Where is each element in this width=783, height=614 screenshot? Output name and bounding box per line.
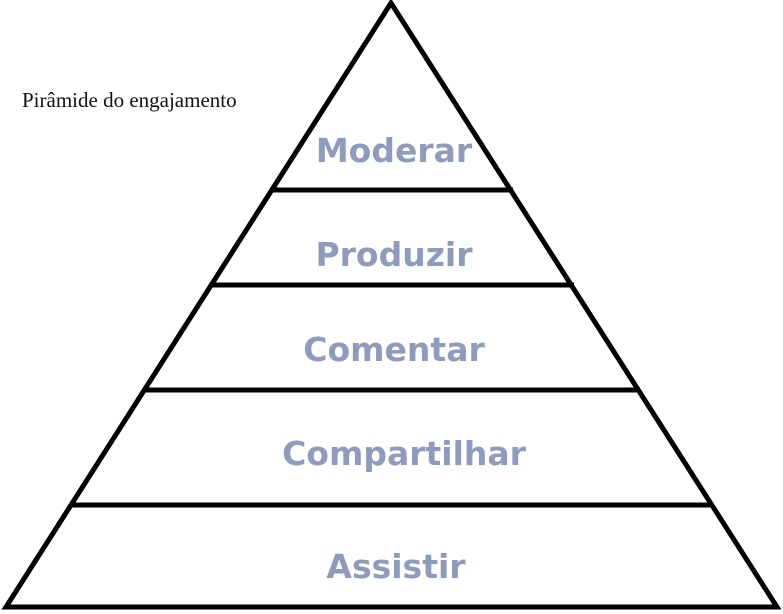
level-comentar: Comentar <box>303 330 485 369</box>
level-assistir: Assistir <box>326 547 466 586</box>
diagram-title: Pirâmide do engajamento <box>22 88 237 112</box>
level-compartilhar: Compartilhar <box>282 434 527 473</box>
level-produzir: Produzir <box>315 235 473 274</box>
level-moderar: Moderar <box>316 131 473 170</box>
